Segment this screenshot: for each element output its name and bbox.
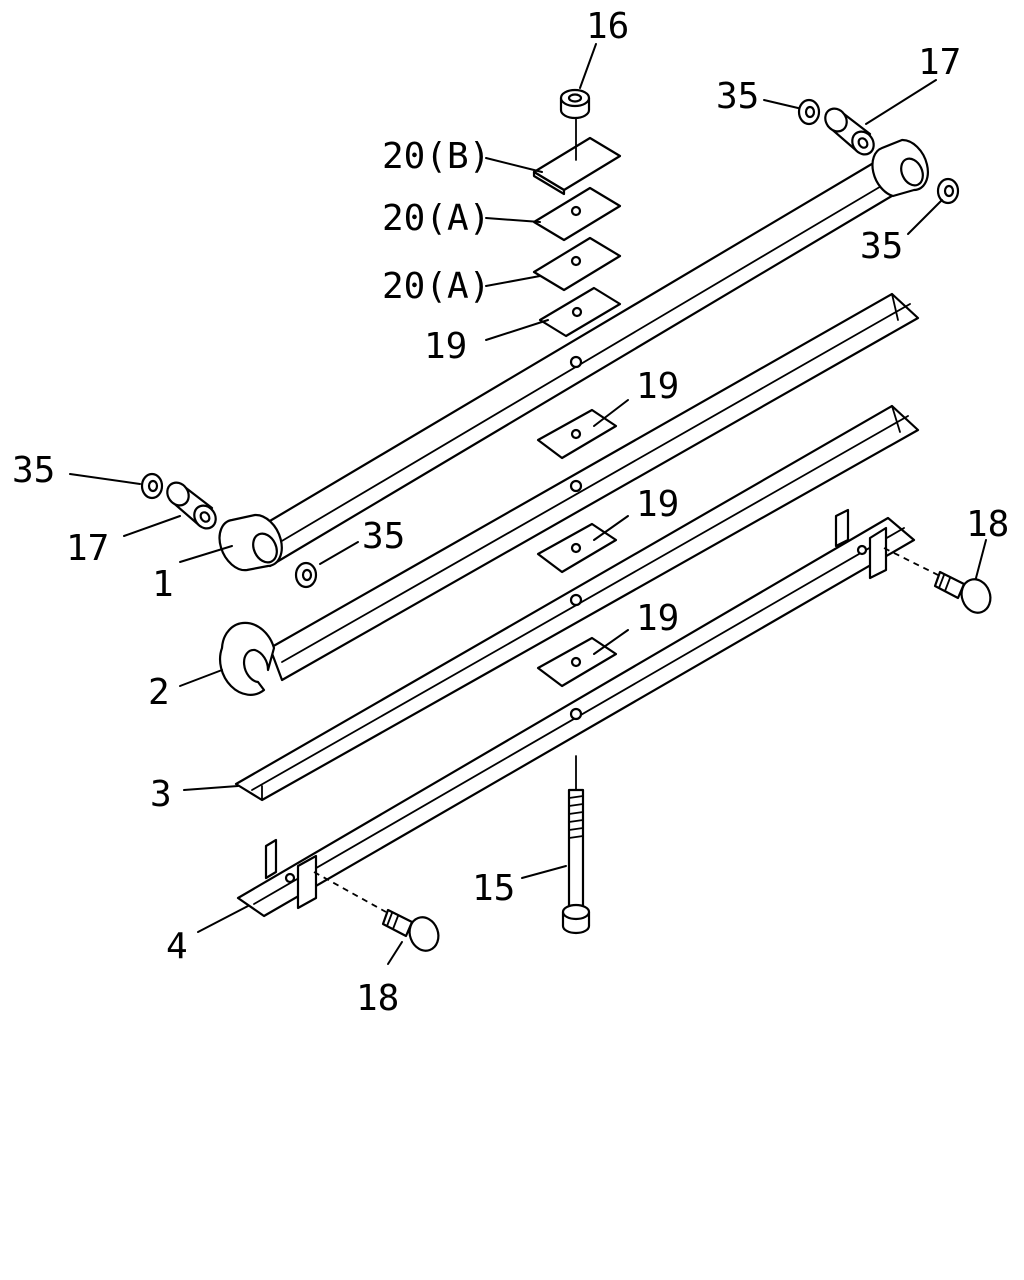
leaf-2 <box>219 292 920 696</box>
callout-2: 2 <box>148 672 170 713</box>
bolt-18-right <box>883 547 992 614</box>
spacer-20b <box>532 136 622 196</box>
callout-20b: 20(B) <box>382 136 490 177</box>
callout-17-top: 17 <box>918 42 961 83</box>
washer-35-top-right <box>936 177 960 205</box>
callout-18-bottom: 18 <box>356 978 399 1019</box>
pad-19-third <box>536 522 618 574</box>
leader-lines <box>69 43 987 965</box>
callout-3: 3 <box>150 774 172 815</box>
pad-19-top <box>538 286 622 338</box>
washer-35-top-left <box>797 98 821 126</box>
callout-19-second: 19 <box>636 366 679 407</box>
callout-17-left: 17 <box>66 528 109 569</box>
washer-35-mid <box>294 561 318 589</box>
center-bolt-15 <box>561 755 591 935</box>
leaf-1 <box>218 138 929 572</box>
leaf-4 <box>236 508 916 918</box>
callout-15: 15 <box>472 868 515 909</box>
callout-35-mid: 35 <box>362 516 405 557</box>
bushing-17-left <box>166 481 217 530</box>
nut-16 <box>559 88 591 161</box>
callout-20a-lower: 20(A) <box>382 266 490 307</box>
callout-35-left: 35 <box>12 450 55 491</box>
callout-labels: 16 17 35 35 20(B) 20(A) 20(A) 19 19 19 1… <box>12 6 1009 1019</box>
pad-19-fourth <box>536 636 618 688</box>
washer-35-left <box>140 472 164 500</box>
spacer-20a-upper <box>532 186 622 242</box>
callout-18-right: 18 <box>966 504 1009 545</box>
callout-16: 16 <box>586 6 629 47</box>
callout-20a-upper: 20(A) <box>382 198 490 239</box>
callout-35-top-left: 35 <box>716 76 759 117</box>
callout-35-top-right: 35 <box>860 226 903 267</box>
bushing-17-right <box>824 107 875 156</box>
callout-1: 1 <box>152 564 174 605</box>
spacer-20a-lower <box>532 236 622 292</box>
bolt-18-bottom <box>313 871 440 952</box>
pad-19-second <box>536 408 618 460</box>
callout-19-third: 19 <box>636 484 679 525</box>
leaf-3 <box>234 404 920 802</box>
callout-4: 4 <box>166 926 188 967</box>
callout-19-fourth: 19 <box>636 598 679 639</box>
callout-19-top: 19 <box>424 326 467 367</box>
